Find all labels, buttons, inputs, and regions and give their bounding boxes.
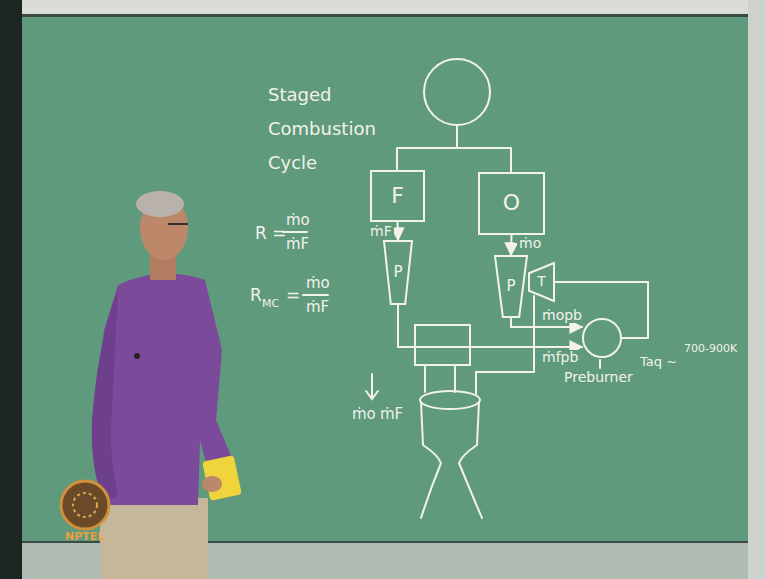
flow-arrow <box>366 374 378 399</box>
hand <box>202 476 222 492</box>
flow-line <box>397 222 400 240</box>
ratio-symbol: R <box>250 286 262 305</box>
leader-line <box>599 360 601 368</box>
component-letter: P <box>506 278 515 295</box>
flow-rate-label: ṁo <box>517 236 543 251</box>
turbine: T <box>528 262 555 302</box>
component-letter: T <box>537 274 546 289</box>
flow-line <box>510 235 513 255</box>
temperature-range: 700-900K <box>684 343 737 355</box>
oxidizer-tank: O <box>478 172 545 235</box>
pump-symbol <box>495 256 527 317</box>
component-label: Preburner <box>564 370 633 385</box>
component-letter: F <box>391 184 404 208</box>
oxidizer-pump: P <box>494 255 528 318</box>
fuel-pump: P <box>383 240 413 305</box>
arm <box>92 290 118 500</box>
hair <box>136 191 184 217</box>
fuel-tank: F <box>370 170 425 222</box>
logo-gear <box>73 493 97 517</box>
pressurant-tank <box>424 59 490 125</box>
logo-disc <box>61 481 109 529</box>
equals-sign: = <box>286 286 300 305</box>
temperature-label: Taq ~ <box>640 355 677 369</box>
flow-rate-label: ṁfpb <box>540 350 580 365</box>
board-heading: Staged Combustion Cycle <box>268 78 386 181</box>
board-frame-left <box>0 0 22 579</box>
lecturer <box>92 191 242 579</box>
duster <box>202 455 242 501</box>
flow-rate-symbol: ṁo <box>286 212 310 229</box>
preburner: Preburner <box>582 318 622 358</box>
flow-rate-symbol: ṁF <box>306 299 329 316</box>
component-letter: P <box>393 264 402 281</box>
board-frame-line <box>0 14 766 17</box>
microphone <box>134 353 140 359</box>
flow-rate-symbol: ṁF <box>286 236 309 253</box>
nptel-logo <box>61 481 109 529</box>
pump-symbol <box>384 241 412 304</box>
preburner-symbol <box>583 319 621 357</box>
flow-rate-symbol: ṁF <box>380 406 403 423</box>
thrust-chamber-nozzle <box>421 402 482 518</box>
flow-rate-label: ṁopb <box>540 308 584 323</box>
injector-head <box>420 391 480 409</box>
glasses <box>168 223 188 225</box>
flow-rate-label: ṁF <box>368 224 394 239</box>
board-frame-right <box>748 0 766 579</box>
turbine-exhaust-line <box>476 296 534 394</box>
ratio-symbol: R = <box>255 224 286 243</box>
turbine-symbol <box>529 263 554 301</box>
injector-manifold <box>415 325 470 365</box>
trousers <box>100 498 208 579</box>
subscript: MC <box>262 298 279 310</box>
flow-rate-symbol: ṁo <box>352 406 376 423</box>
flow-rate-symbol: ṁo <box>306 275 330 292</box>
pressurant-line <box>397 125 511 172</box>
logo-text: NPTEL <box>65 531 104 543</box>
manifold-feed <box>425 365 455 392</box>
board-frame-top <box>0 0 766 14</box>
preburner-outline <box>582 318 622 358</box>
component-letter: O <box>503 191 520 215</box>
